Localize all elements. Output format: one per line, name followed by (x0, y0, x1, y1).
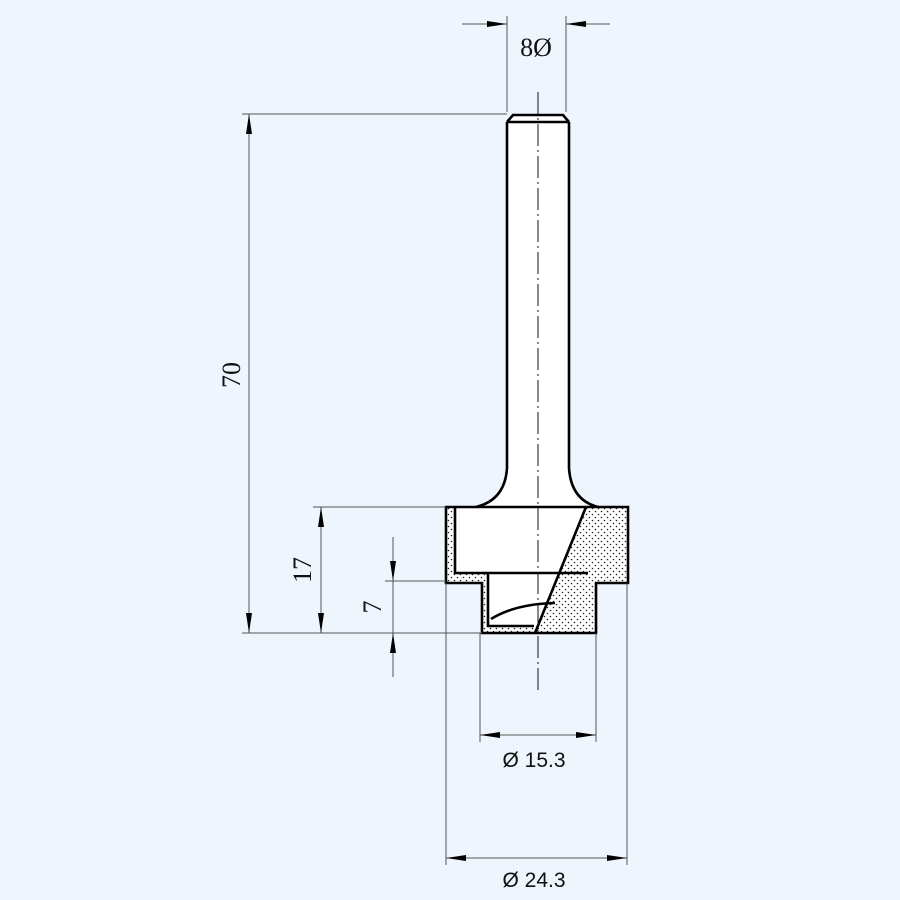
shank-diameter-label: 8Ø (520, 33, 552, 62)
cutter-height-label: 17 (288, 557, 317, 583)
dim-shank-diameter: 8Ø (462, 16, 610, 112)
cutter-body (444, 505, 630, 635)
dim-outer-diameter: Ø 24.3 (445, 583, 628, 892)
dim-cutter-height: 17 (288, 506, 446, 633)
step-height-label: 7 (358, 601, 387, 614)
inner-diameter-label: Ø 15.3 (502, 749, 565, 772)
outer-diameter-label: Ø 24.3 (502, 869, 565, 892)
dim-step-height: 7 (358, 537, 446, 677)
shank (475, 113, 599, 509)
dim-overall-length: 70 (217, 113, 507, 634)
dim-inner-diameter: Ø 15.3 (479, 633, 597, 772)
overall-length-label: 70 (217, 362, 246, 388)
